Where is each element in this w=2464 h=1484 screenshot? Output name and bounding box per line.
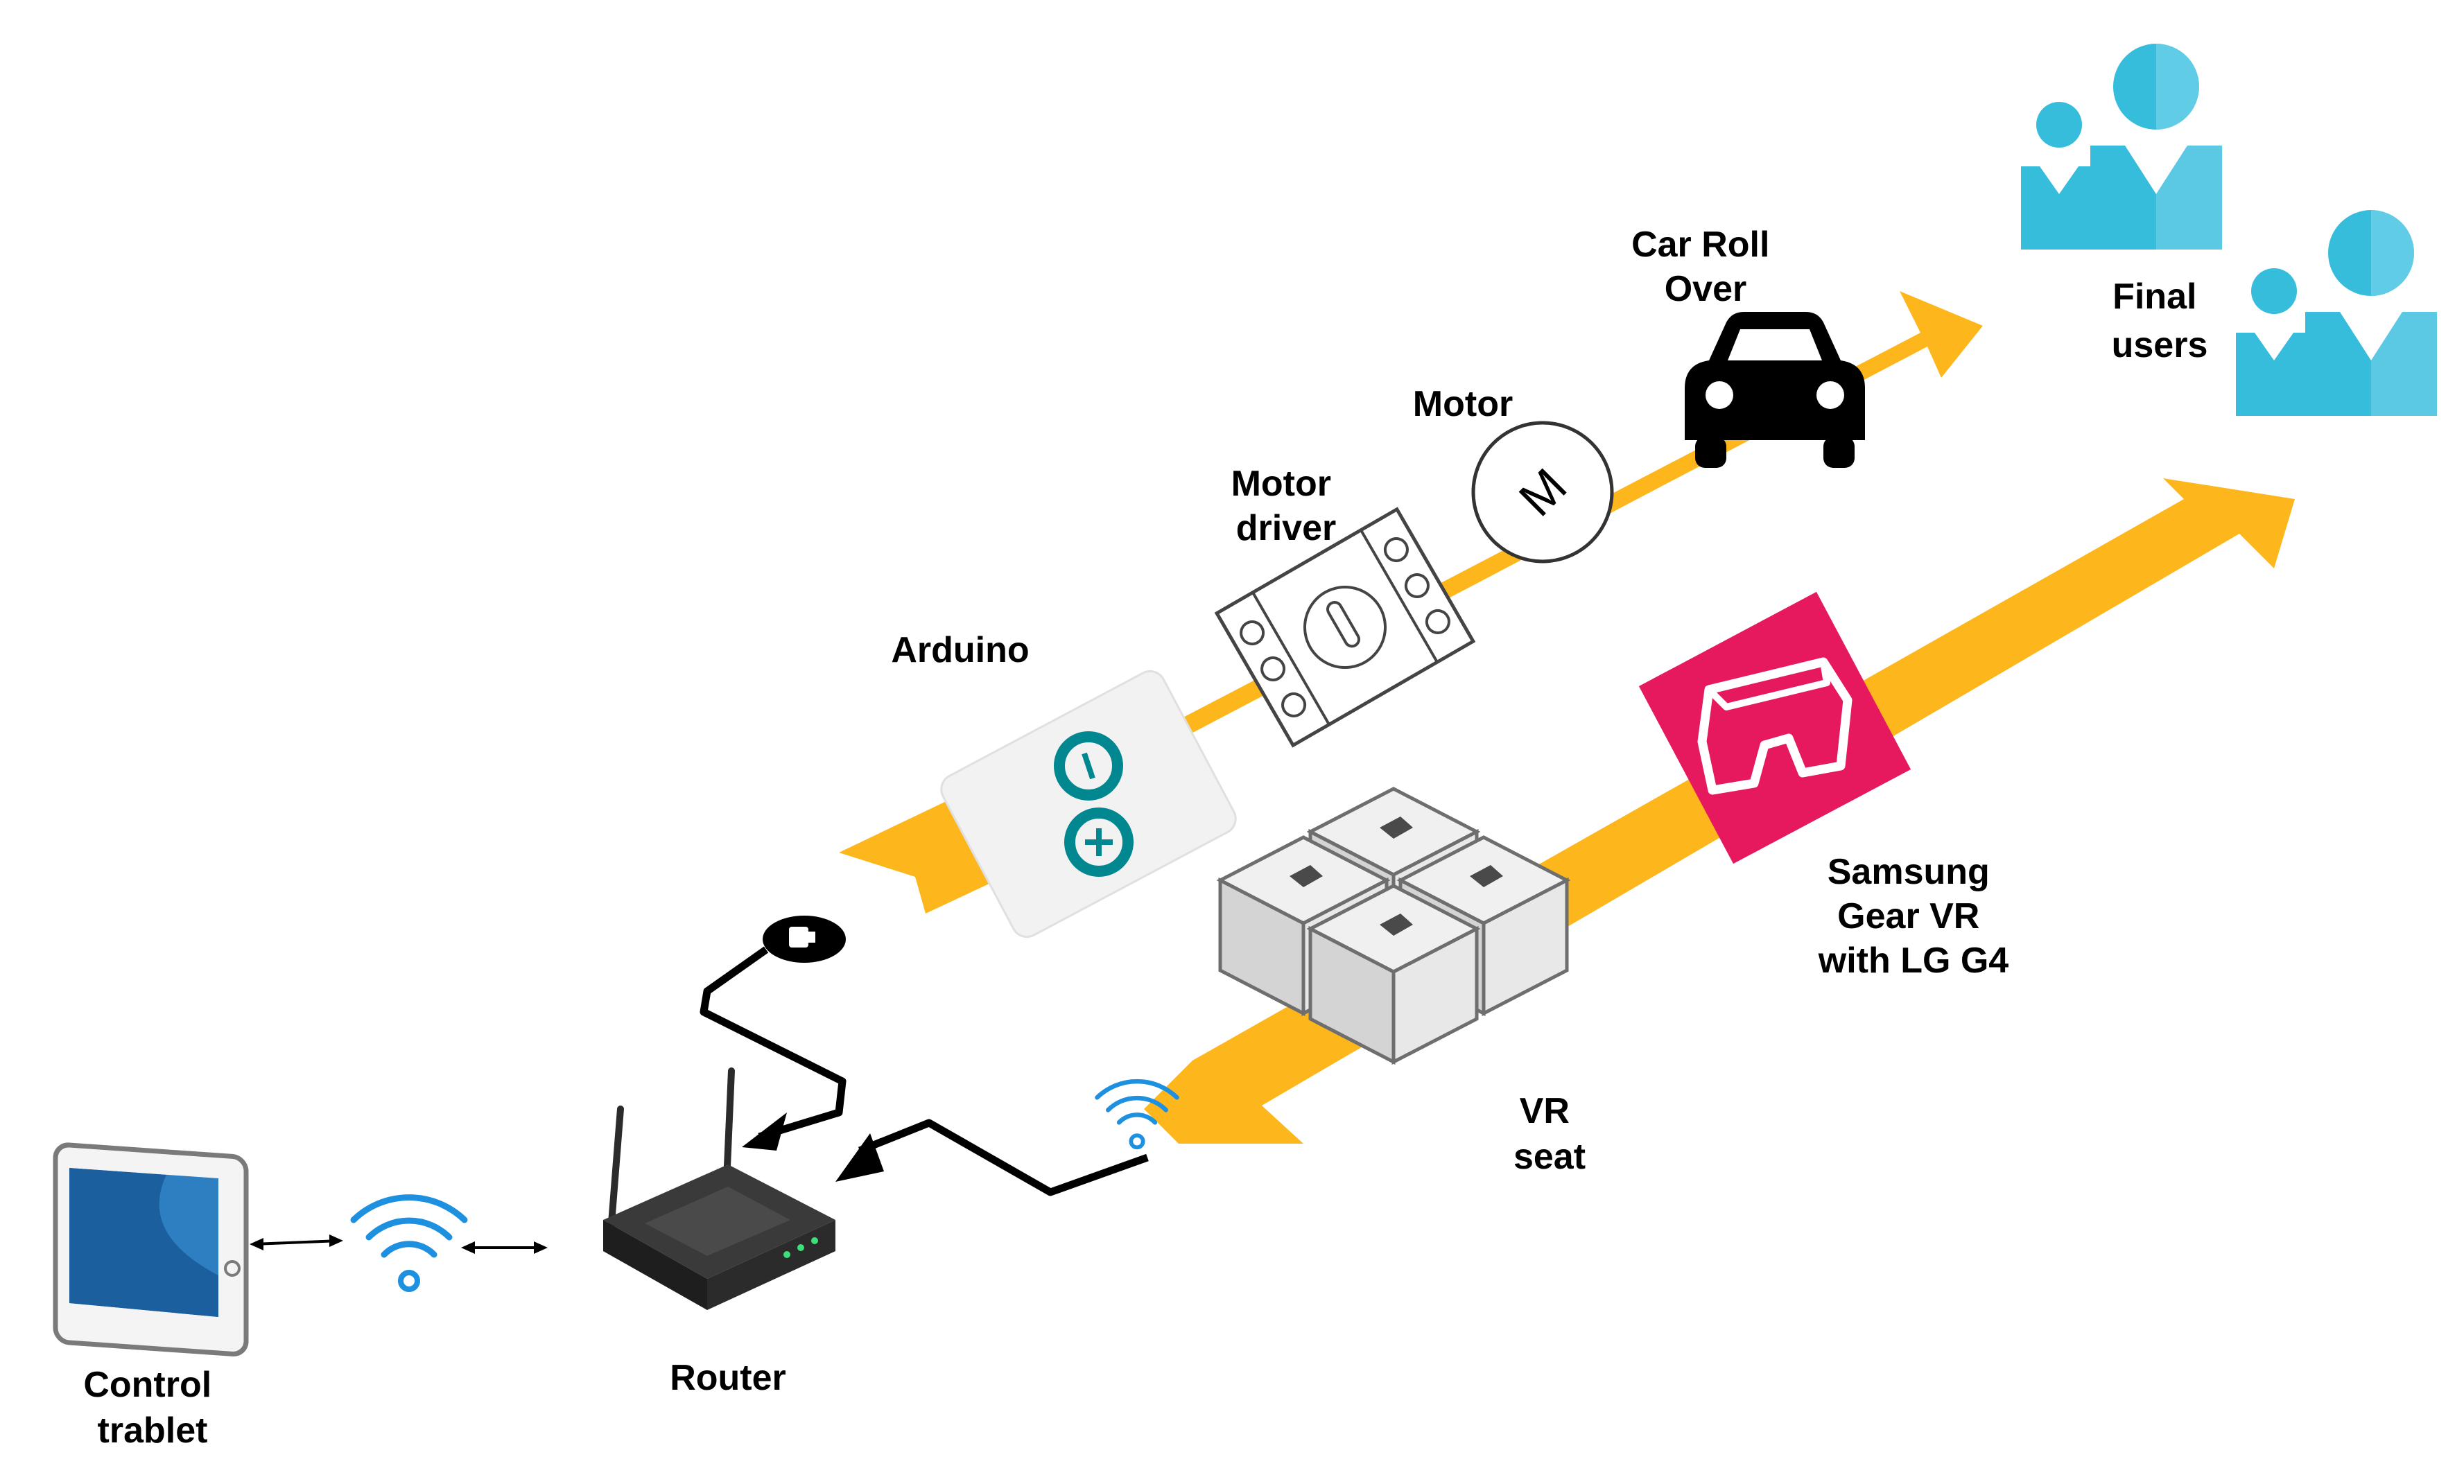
tablet-icon	[53, 1142, 249, 1356]
motor-driver-label: Motor driver	[1231, 464, 1342, 548]
seat-cable	[858, 1119, 1149, 1196]
seat-cable-arrowhead	[835, 1133, 884, 1182]
tablet-wifi-link	[250, 1234, 548, 1254]
vr-headset-icon	[1697, 657, 1853, 795]
usb-cable-arrowhead	[742, 1112, 787, 1151]
motor-label: Motor	[1413, 384, 1513, 424]
arduino-label: Arduino	[891, 630, 1029, 670]
car-roll-over-label: Car Roll Over	[1631, 225, 1780, 309]
control-tablet-label: Control trablet	[83, 1365, 221, 1451]
motor-driver	[1214, 507, 1476, 748]
wifi-icon	[354, 1198, 465, 1289]
vr-seat-label: VR seat	[1513, 1091, 1586, 1177]
arduino-board	[940, 670, 1237, 939]
router-label: Router	[670, 1358, 786, 1398]
car-icon	[1685, 312, 1865, 468]
user-icon	[2236, 210, 2437, 416]
final-users-label: Final users	[2112, 277, 2208, 365]
vr-headset	[1638, 591, 1911, 864]
arduino-icon	[1054, 731, 1134, 877]
usb-plug-icon	[763, 916, 846, 963]
samsung-gear-vr-label: Samsung Gear VR with LG G4	[1818, 852, 2009, 981]
motor-icon	[1471, 421, 1614, 564]
user-icon	[2021, 44, 2222, 250]
motor: M	[1471, 421, 1614, 564]
final-users	[2021, 44, 2437, 416]
router-icon	[603, 1067, 835, 1310]
usb-cable	[700, 946, 847, 1141]
